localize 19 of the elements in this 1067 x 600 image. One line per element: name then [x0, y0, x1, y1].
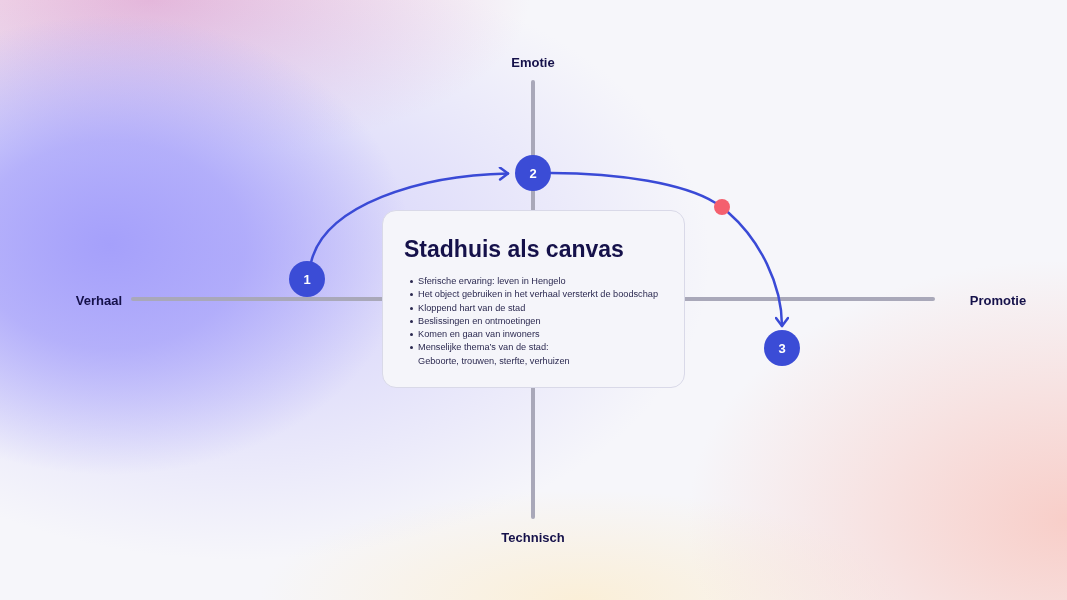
bullet-text: Menselijke thema’s van de stad: Geboorte, trouwen, sterfte, verhuizen — [418, 341, 571, 368]
bullet-text: Komen en gaan van inwoners — [418, 328, 540, 342]
step-number-circle: 2 — [515, 155, 551, 191]
card-title: Stadhuis als canvas — [404, 235, 624, 263]
axis-label: Technisch — [501, 529, 565, 545]
curved-arrow — [726, 210, 789, 328]
step-number-circle: 1 — [289, 261, 325, 297]
axis-label: Promotie — [969, 292, 1027, 308]
curved-connector — [549, 171, 717, 205]
dot-icon — [714, 199, 730, 215]
content-card — [382, 210, 685, 388]
bullet-text: Beslissingen en ontmoetingen — [418, 314, 541, 328]
step-number-circle: 3 — [764, 330, 800, 366]
bullet-text: Het object gebruiken in het verhaal versterkt de boodschap — [418, 288, 659, 302]
bullet-text: Sferische ervaring: leven in Hengelo — [418, 275, 566, 288]
axis-label: Verhaal — [75, 292, 123, 308]
axis-label: Emotie — [511, 54, 555, 70]
bullet-text: Kloppend hart van de stad — [418, 301, 526, 315]
curved-arrow — [310, 166, 510, 263]
